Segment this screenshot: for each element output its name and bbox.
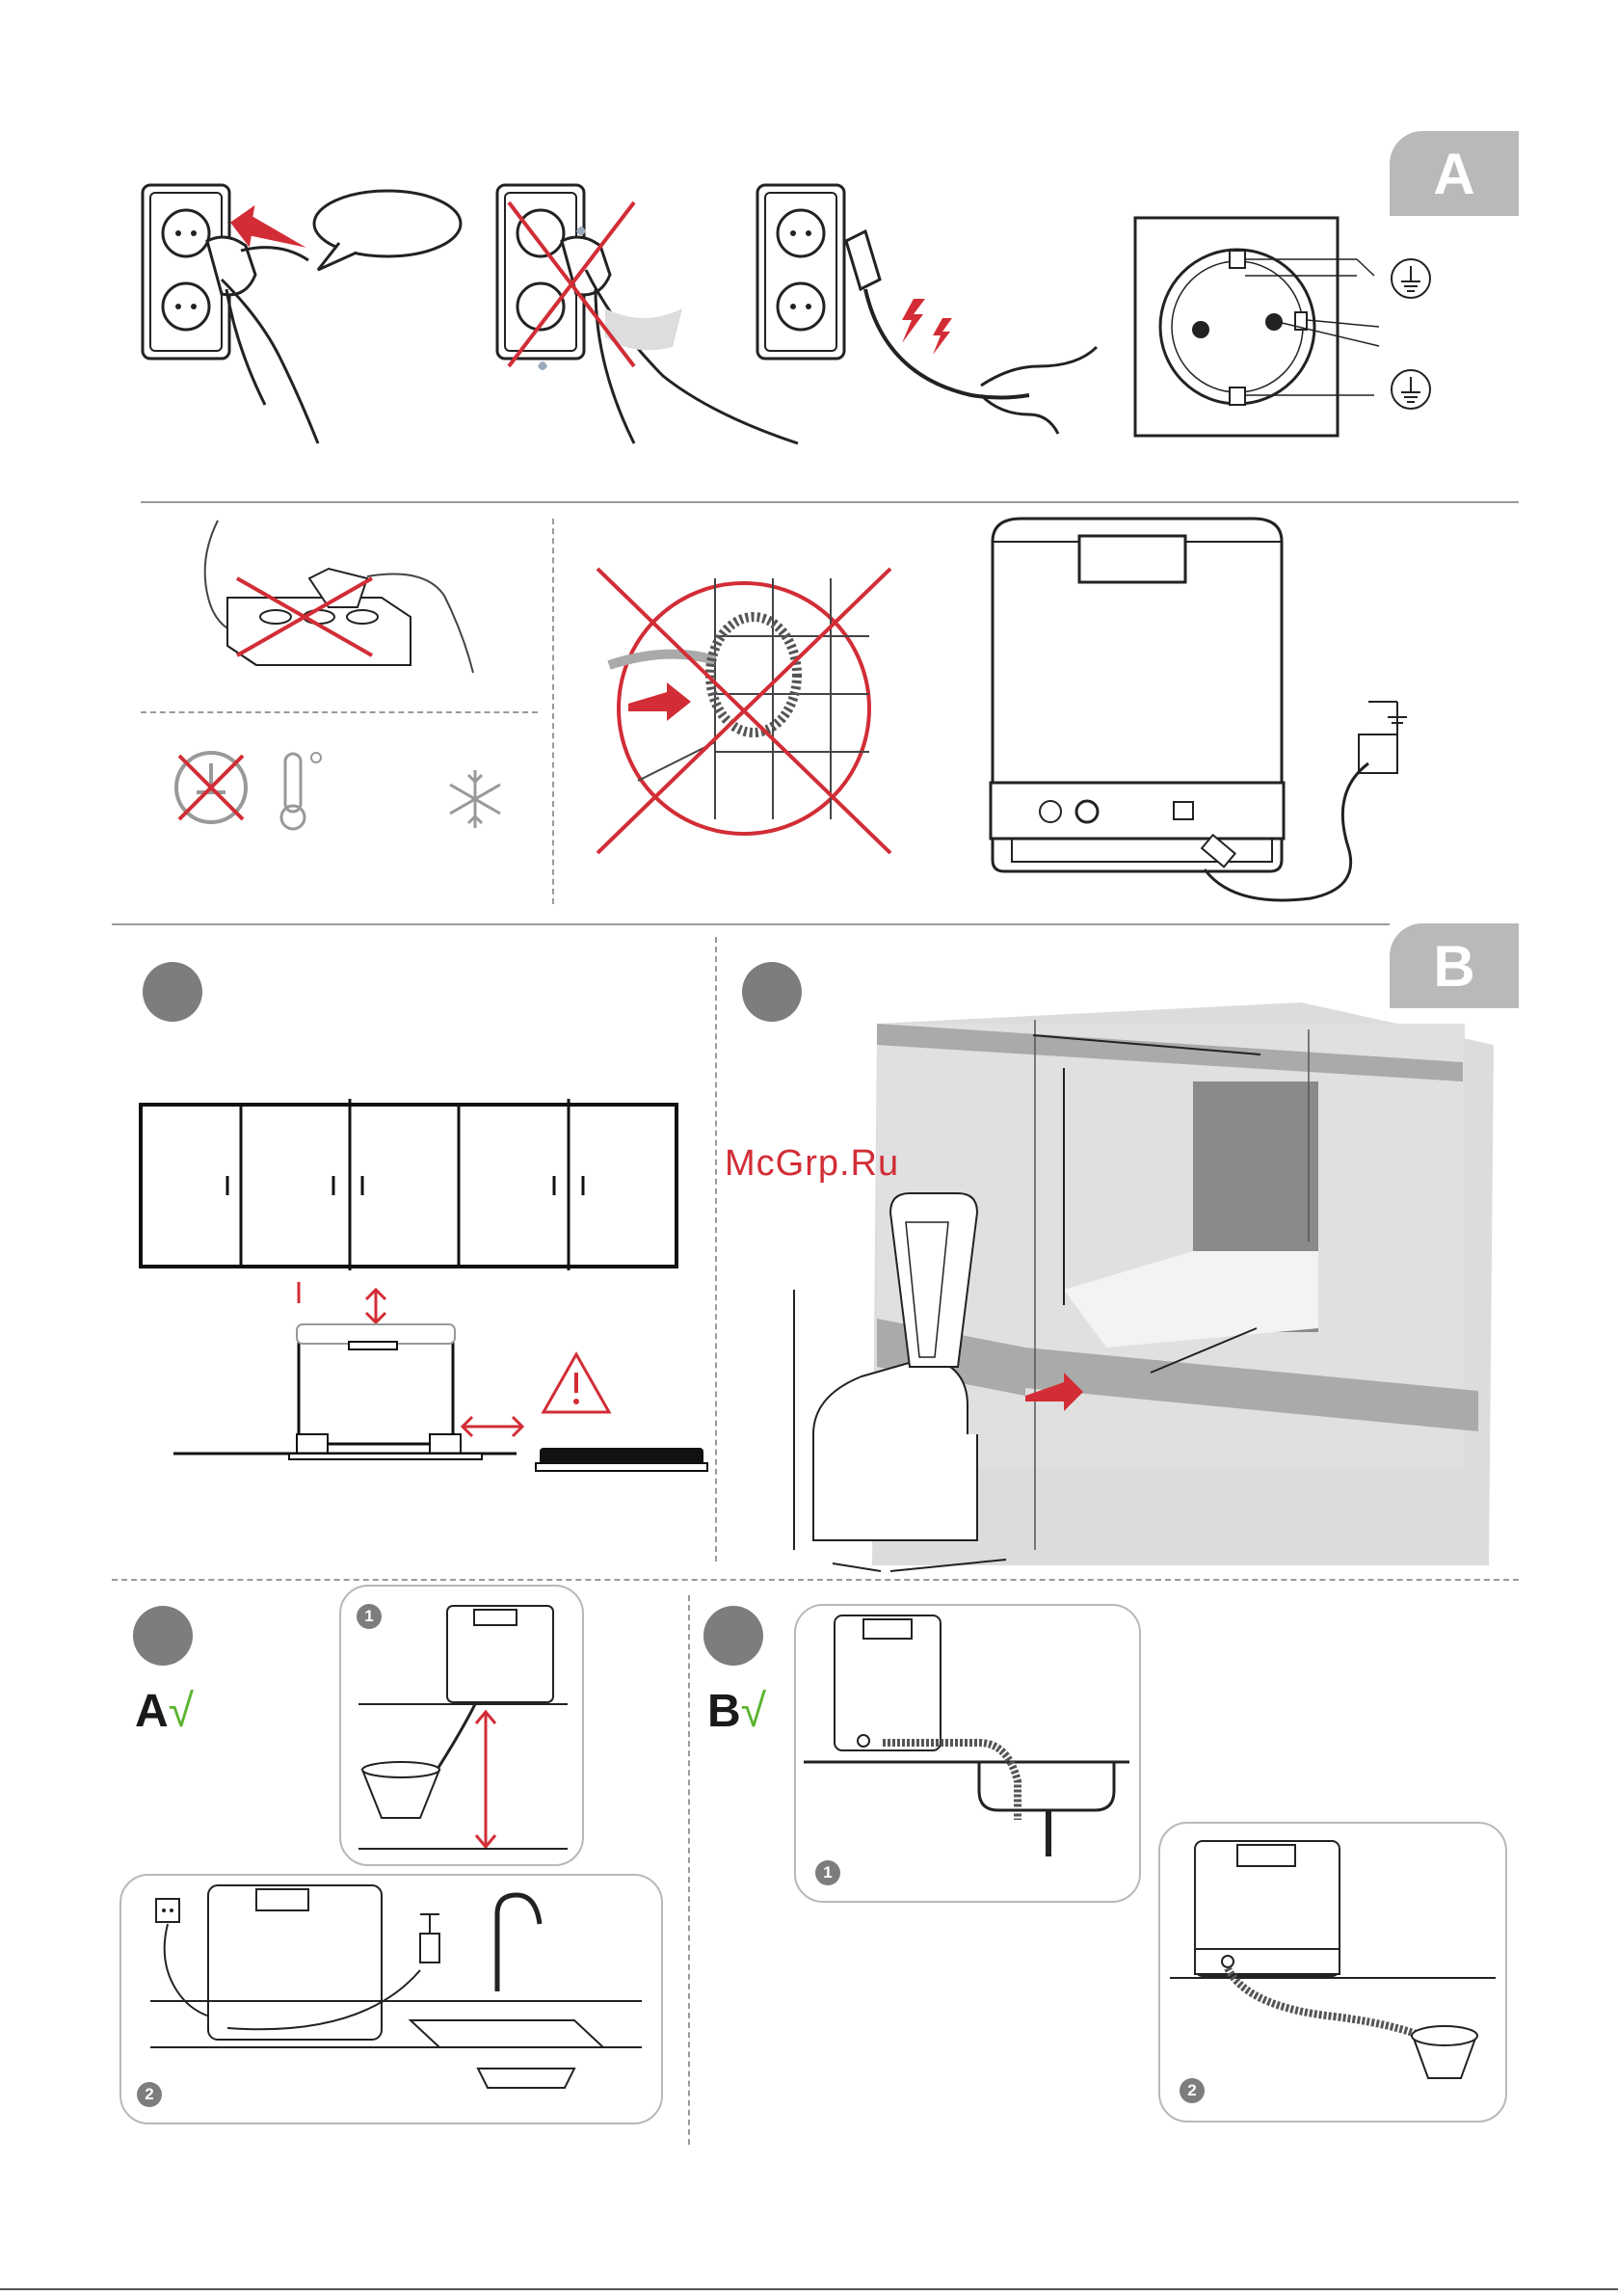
earthed-socket-diagram (1133, 216, 1451, 438)
option-a-check-label: A√ (135, 1685, 194, 1738)
niche-installation-diagram (756, 981, 1488, 1560)
panel-a1-drain-bucket: 1 (339, 1585, 584, 1866)
step-marker-b1 (143, 962, 202, 1022)
panel-b2-floor-bucket: 2 (1158, 1822, 1507, 2122)
divider-c-mid-vertical (688, 1595, 690, 2145)
watermark-text: McGrp.Ru (725, 1143, 899, 1185)
section-tab-a: A (1390, 131, 1519, 216)
plug-insert-illustration (135, 174, 482, 463)
check-icon: √ (169, 1686, 194, 1737)
power-strip-forbidden-illustration (179, 521, 507, 684)
floor-bucket-drain-illustration (1160, 1824, 1505, 2121)
divider-b-mid-vertical (715, 937, 717, 1562)
divider-footer (0, 2288, 1618, 2290)
snowflake-icon (441, 765, 509, 833)
bucket-drain-illustration (341, 1587, 582, 1864)
section-tab-a-label: A (1433, 141, 1474, 207)
step-marker-c1 (133, 1606, 193, 1666)
pull-cord-hazard-illustration (750, 174, 1097, 463)
hose-through-wall-forbidden-illustration (590, 559, 898, 858)
option-b-letter: B (707, 1686, 741, 1737)
step-marker-c2 (703, 1606, 763, 1666)
panel-a2-tap-connection: 2 (119, 1874, 663, 2124)
divider-a-mid-vertical (552, 519, 554, 904)
no-tap-icon (168, 744, 254, 831)
sink-drain-illustration (796, 1606, 1139, 1901)
option-a-letter: A (135, 1686, 169, 1737)
divider-a-top (141, 501, 1519, 503)
divider-a-left-horizontal (141, 711, 538, 713)
panel-b1-sink-drain: 1 (794, 1604, 1141, 1903)
clearance-cabinets-diagram (135, 1099, 713, 1504)
thermometer-icon (274, 748, 332, 835)
option-b-check-label: B√ (707, 1685, 766, 1738)
tap-connection-illustration (121, 1876, 661, 2122)
divider-c-top (112, 1579, 1519, 1581)
appliance-rear-power-illustration (973, 513, 1474, 918)
divider-b-top (112, 923, 1390, 925)
check-icon: √ (741, 1686, 766, 1737)
